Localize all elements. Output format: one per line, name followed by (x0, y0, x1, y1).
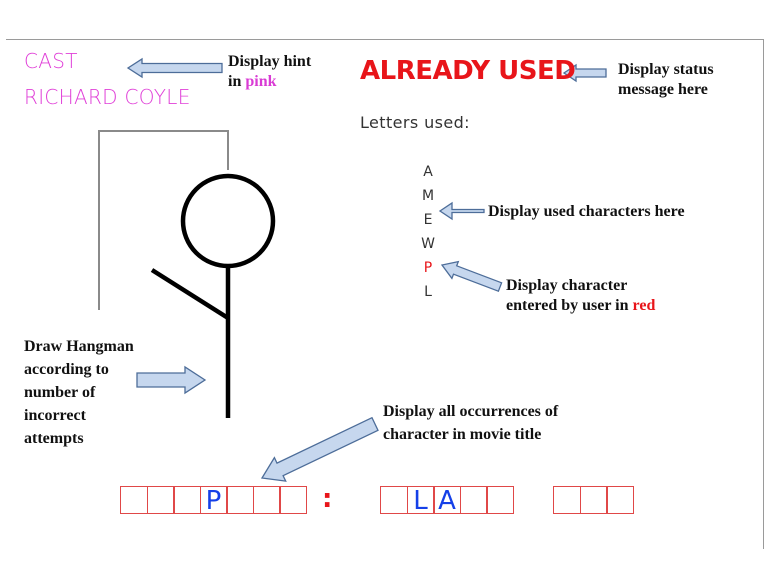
title-word-1: P (120, 486, 307, 515)
used-letter: P (423, 260, 433, 276)
note-current-line2: entered by user in red (506, 296, 655, 316)
game-frame (6, 39, 764, 549)
note-current-highlight: red (632, 297, 656, 314)
note-hangman-line: incorrect (24, 407, 86, 424)
gallows (98, 130, 229, 310)
arrow-to-status (562, 63, 607, 83)
note-used: Display used characters here (488, 203, 685, 220)
used-letter: W (421, 236, 435, 252)
note-hint-line2: in pink (228, 72, 311, 92)
used-letter: E (423, 212, 433, 228)
note-current-line1: Display character (506, 277, 628, 294)
note-hangman: Draw Hangman according to number of incorre… (24, 335, 134, 450)
note-title: Display all occurrences of character in … (383, 400, 558, 446)
revealed-letter-box: L (406, 486, 435, 515)
hint-value: RICHARD COYLE (24, 85, 191, 109)
revealed-letter-box: P (199, 486, 228, 515)
blank-letter-box (553, 486, 581, 514)
blank-letter-box (606, 486, 634, 514)
hangman-head (180, 173, 276, 269)
note-hangman-line: according to (24, 361, 109, 378)
blank-letter-box (380, 486, 408, 514)
note-title-line2: character in movie title (383, 426, 542, 443)
annotation-arrows (126, 57, 607, 482)
blank-letter-box (279, 486, 307, 514)
note-hint-highlight: pink (245, 73, 277, 90)
letters-used-title: Letters used: (360, 113, 470, 132)
blank-letter-box (173, 486, 201, 514)
revealed-letter-box: A (433, 486, 461, 515)
note-hangman-line: number of (24, 384, 96, 401)
note-status-line1: Display status (618, 61, 714, 78)
note-status: Display status message here (618, 60, 714, 100)
blank-letter-box (486, 486, 514, 514)
note-hangman-line: attempts (24, 430, 84, 447)
blank-letter-box (226, 486, 254, 514)
title-separator: : (322, 484, 333, 514)
note-title-line1: Display all occurrences of (383, 403, 559, 420)
arrow-to-hint (126, 57, 223, 79)
status-message: ALREADY USED (360, 56, 576, 86)
used-letter: A (423, 164, 433, 180)
blank-letter-box (459, 486, 488, 514)
note-hangman-line: Draw Hangman (24, 338, 134, 355)
hangman-left-arm (150, 268, 230, 320)
blank-letter-box (579, 486, 608, 514)
hint-category: CAST (24, 49, 78, 73)
note-current: Display character entered by user in red (506, 276, 655, 316)
note-status-line2: message here (618, 81, 708, 98)
used-letter: M (421, 188, 435, 204)
arrow-to-hangman (136, 365, 207, 395)
arrow-to-current-letter (440, 260, 503, 293)
used-letter: L (424, 284, 432, 300)
note-hint-line1: Display hint (228, 53, 312, 70)
arrow-to-title (260, 416, 379, 482)
note-hint-prefix: in (228, 73, 246, 90)
arrow-to-used-letters (438, 201, 485, 221)
note-current-prefix: entered by user in (506, 297, 633, 314)
blank-letter-box (120, 486, 148, 514)
blank-letter-box (146, 486, 175, 514)
hangman-figure (98, 130, 276, 418)
title-word-3 (553, 486, 634, 514)
blank-letter-box (252, 486, 281, 514)
note-hint: Display hint in pink (228, 52, 311, 92)
